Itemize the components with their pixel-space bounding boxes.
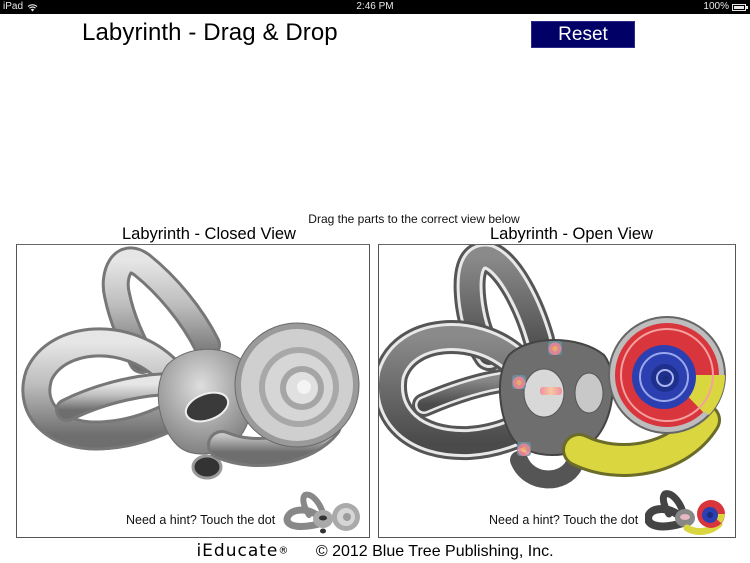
closed-view-title: Labyrinth - Closed View	[122, 225, 296, 243]
ampulla-marker-posterior[interactable]	[517, 442, 531, 456]
page-title: Labyrinth - Drag & Drop	[82, 19, 338, 46]
registered-mark: ®	[278, 545, 290, 557]
open-view-title: Labyrinth - Open View	[490, 225, 653, 243]
hint-dot-closed-thumbnail[interactable]	[283, 491, 365, 537]
hint-text-closed: Need a hint? Touch the dot	[126, 513, 276, 527]
copyright-text: © 2012 Blue Tree Publishing, Inc.	[315, 543, 554, 560]
wifi-icon	[27, 3, 38, 11]
battery-percent: 100%	[703, 1, 729, 12]
status-bar: iPad 2:46 PM 100%	[0, 0, 750, 14]
instruction-text: Drag the parts to the correct view below	[308, 212, 520, 226]
brand-name: iEducate	[196, 541, 279, 561]
ampulla-marker-superior[interactable]	[548, 341, 562, 355]
labyrinth-closed-illustration	[21, 246, 360, 480]
footer: iEducate® © 2012 Blue Tree Publishing, I…	[0, 541, 750, 561]
labyrinth-open-illustration	[379, 245, 726, 489]
hint-dot-open-thumbnail[interactable]	[645, 490, 729, 538]
ieducate-logo: iEducate®	[196, 541, 289, 561]
drag-drop-page: Labyrinth - Drag & Drop Reset Drag the p…	[0, 14, 750, 563]
open-view-drop-zone[interactable]: Need a hint? Touch the dot	[378, 244, 736, 538]
closed-view-drop-zone[interactable]: Need a hint? Touch the dot	[16, 244, 370, 538]
reset-button[interactable]: Reset	[531, 21, 635, 48]
clock: 2:46 PM	[356, 1, 394, 12]
battery-icon	[732, 3, 748, 11]
hint-text-open: Need a hint? Touch the dot	[489, 513, 639, 527]
macula-marker[interactable]	[540, 387, 562, 395]
device-label: iPad	[3, 1, 24, 12]
ampulla-marker-lateral[interactable]	[512, 375, 526, 389]
